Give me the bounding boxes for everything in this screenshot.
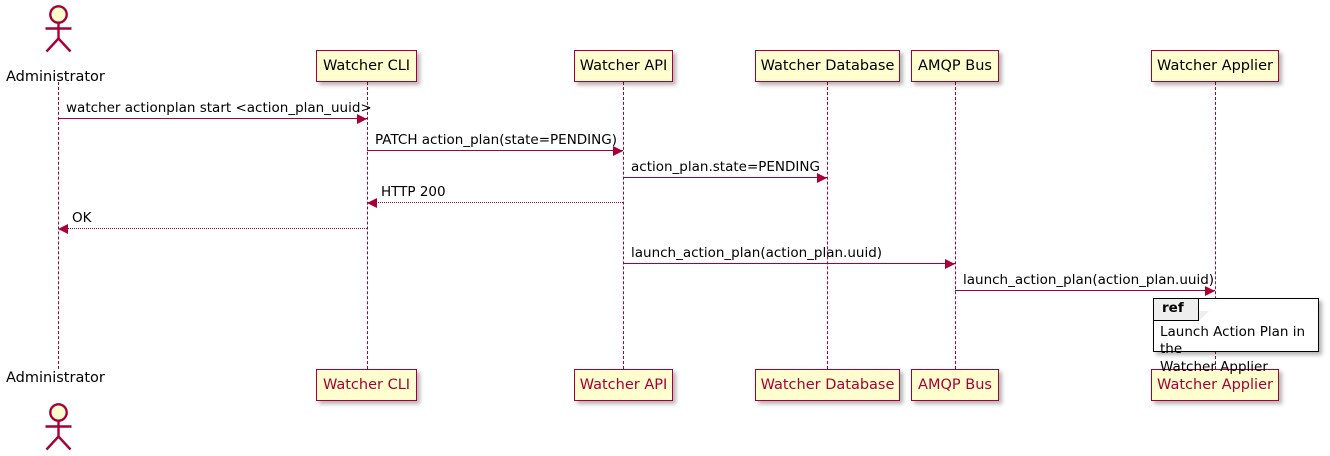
participant-label: Watcher API	[579, 57, 668, 74]
message-line	[367, 202, 623, 203]
message-label: PATCH action_plan(state=PENDING)	[375, 132, 617, 148]
participant-watcher-applier-bottom[interactable]: Watcher Applier	[1151, 369, 1279, 401]
message-line	[58, 228, 367, 229]
ref-fragment-tab-corner	[1199, 311, 1209, 321]
participant-label: AMQP Bus	[918, 376, 992, 393]
message-label: launch_action_plan(action_plan.uuid)	[631, 245, 883, 261]
actor-administrator-bottom-icon	[45, 403, 72, 451]
lifeline-watcher-database	[826, 82, 828, 369]
message-arrowhead-right	[945, 258, 955, 269]
ref-fragment: ref Launch Action Plan in the Watcher Ap…	[1153, 298, 1319, 375]
message-label: HTTP 200	[381, 184, 446, 200]
participant-watcher-api-bottom[interactable]: Watcher API	[574, 369, 673, 401]
participant-label: Watcher Database	[760, 376, 895, 393]
participant-watcher-database-bottom[interactable]: Watcher Database	[755, 369, 900, 401]
participant-watcher-cli-bottom[interactable]: Watcher CLI	[316, 369, 417, 401]
message-arrowhead-right	[1205, 285, 1215, 296]
participant-label: Watcher CLI	[322, 57, 411, 74]
actor-administrator-bottom-label: Administrator	[6, 370, 105, 386]
ref-fragment-tab-label: ref	[1162, 300, 1184, 316]
participant-watcher-applier-top[interactable]: Watcher Applier	[1151, 50, 1279, 82]
message-line	[58, 118, 367, 119]
participant-label: Watcher Database	[760, 57, 895, 74]
participant-label: Watcher API	[579, 376, 668, 393]
participant-amqp-bus-top[interactable]: AMQP Bus	[911, 50, 999, 82]
participant-watcher-api-top[interactable]: Watcher API	[574, 50, 673, 82]
message-arrowhead-left	[367, 197, 377, 208]
lifeline-watcher-cli	[366, 82, 368, 369]
message-label: watcher actionplan start <action_plan_uu…	[66, 100, 372, 116]
message-label: OK	[72, 210, 92, 226]
message-label: launch_action_plan(action_plan.uuid)	[963, 272, 1215, 288]
actor-administrator-top-icon	[45, 5, 72, 53]
lifeline-watcher-api	[622, 82, 624, 369]
lifeline-watcher-applier	[1214, 82, 1216, 369]
message-label: action_plan.state=PENDING	[631, 159, 820, 175]
participant-label: AMQP Bus	[918, 57, 992, 74]
message-arrowhead-left	[58, 223, 68, 234]
message-arrowhead-right	[817, 172, 827, 183]
message-line	[955, 290, 1215, 291]
message-line	[623, 177, 827, 178]
message-arrowhead-right	[357, 113, 367, 124]
ref-fragment-body: Launch Action Plan in the Watcher Applie…	[1160, 324, 1306, 375]
message-line	[367, 150, 623, 151]
message-arrowhead-right	[613, 145, 623, 156]
ref-fragment-tab: ref	[1154, 299, 1199, 321]
lifeline-amqp-bus	[954, 82, 956, 369]
participant-label: Watcher Applier	[1157, 57, 1273, 74]
participant-amqp-bus-bottom[interactable]: AMQP Bus	[911, 369, 999, 401]
participant-label: Watcher CLI	[322, 376, 411, 393]
participant-watcher-cli-top[interactable]: Watcher CLI	[316, 50, 417, 82]
actor-administrator-top-label: Administrator	[6, 69, 105, 85]
participant-watcher-database-top[interactable]: Watcher Database	[755, 50, 900, 82]
participant-label: Watcher Applier	[1157, 376, 1273, 393]
message-line	[623, 263, 955, 264]
